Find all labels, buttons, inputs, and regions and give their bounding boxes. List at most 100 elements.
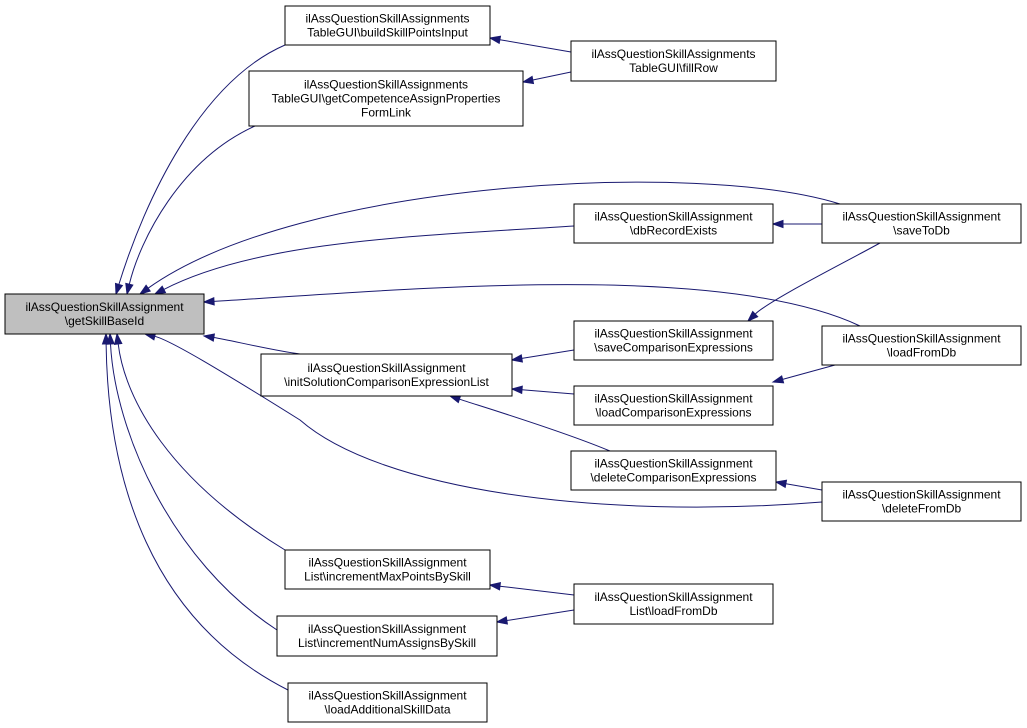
edge-arrowhead	[488, 35, 502, 45]
node-label-line: ilAssQuestionSkillAssignment	[308, 622, 467, 636]
edge-deleteComparisonExpressions-to-initSolutionComparisonExpressionList	[448, 395, 611, 452]
edge-arrowhead	[125, 282, 134, 296]
node-label-line: \loadFromDb	[887, 346, 957, 360]
node-deleteComparisonExpressions[interactable]: ilAssQuestionSkillAssignment\deleteCompa…	[570, 450, 777, 491]
edge-listLoadFromDb-to-incrementMaxPointsBySkill	[488, 581, 575, 596]
node-box	[821, 481, 1022, 522]
node-box	[573, 385, 774, 426]
edge-line	[128, 125, 256, 285]
node-saveComparisonExpressions[interactable]: ilAssQuestionSkillAssignment\saveCompari…	[573, 320, 774, 361]
node-box	[573, 203, 774, 244]
edge-line	[163, 225, 575, 290]
node-label-line: \dbRecordExists	[630, 224, 717, 238]
node-label-line: ilAssQuestionSkillAssignments	[591, 47, 755, 61]
edge-line	[213, 284, 861, 327]
edge-incrementMaxPointsBySkill-to-root	[113, 332, 286, 551]
edge-initSolutionComparisonExpressionList-to-root	[202, 333, 301, 355]
node-label-line: ilAssQuestionSkillAssignment	[307, 361, 466, 375]
node-incrementMaxPointsBySkill[interactable]: ilAssQuestionSkillAssignmentList\increme…	[284, 549, 491, 590]
node-label-line: \loadComparisonExpressions	[595, 406, 751, 420]
node-incrementNumAssignsBySkill[interactable]: ilAssQuestionSkillAssignmentList\increme…	[276, 615, 498, 657]
edge-line	[499, 39, 572, 53]
node-box	[4, 293, 205, 335]
node-label-line: \loadAdditionalSkillData	[324, 703, 450, 717]
edge-loadFromDb-to-root	[202, 284, 861, 327]
edge-arrowhead	[510, 354, 524, 363]
node-box	[570, 40, 777, 82]
node-label-line: ilAssQuestionSkillAssignment	[308, 556, 467, 570]
edge-arrowhead	[153, 285, 167, 295]
edge-incrementNumAssignsBySkill-to-root	[106, 332, 278, 631]
edge-saveToDb-to-root	[138, 181, 841, 295]
edge-line	[118, 44, 286, 285]
edge-arrowhead	[510, 385, 523, 395]
node-label-line: ilAssQuestionSkillAssignment	[25, 300, 184, 314]
node-label-line: ilAssQuestionSkillAssignment	[842, 210, 1001, 224]
edge-line	[117, 343, 286, 551]
node-label-line: TableGUI\fillRow	[629, 61, 718, 75]
node-label-line: ilAssQuestionSkillAssignment	[594, 210, 753, 224]
edge-listLoadFromDb-to-incrementNumAssignsBySkill	[495, 609, 575, 625]
edge-line	[499, 585, 575, 596]
node-box	[287, 682, 488, 723]
node-buildSkillPointsInput[interactable]: ilAssQuestionSkillAssignmentsTableGUI\bu…	[284, 5, 491, 46]
node-loadComparisonExpressions[interactable]: ilAssQuestionSkillAssignment\loadCompari…	[573, 385, 774, 426]
node-label-line: ilAssQuestionSkillAssignments	[304, 78, 468, 92]
node-box	[260, 353, 513, 397]
edge-line	[506, 609, 575, 621]
edge-arrowhead	[101, 332, 111, 345]
node-dbRecordExists[interactable]: ilAssQuestionSkillAssignment\dbRecordExi…	[573, 203, 774, 244]
node-deleteFromDb[interactable]: ilAssQuestionSkillAssignment\deleteFromD…	[821, 481, 1022, 522]
node-label-line: ilAssQuestionSkillAssignment	[842, 488, 1001, 502]
node-loadFromDb[interactable]: ilAssQuestionSkillAssignment\loadFromDb	[821, 325, 1022, 366]
node-listLoadFromDb[interactable]: ilAssQuestionSkillAssignmentList\loadFro…	[573, 583, 774, 625]
edge-line	[532, 71, 572, 81]
node-box	[573, 583, 774, 625]
edge-fillRow-to-buildSkillPointsInput	[488, 35, 572, 53]
node-label-line: ilAssQuestionSkillAssignment	[308, 689, 467, 703]
edge-loadComparisonExpressions-to-initSolutionComparisonExpressionList	[510, 385, 575, 395]
node-box	[284, 5, 491, 46]
node-label-line: TableGUI\buildSkillPointsInput	[307, 26, 468, 40]
edge-dbRecordExists-to-root	[153, 225, 575, 295]
edge-arrowhead	[113, 332, 123, 345]
node-label-line: \getSkillBaseId	[65, 314, 144, 328]
edge-deleteFromDb-to-deleteComparisonExpressions	[774, 479, 823, 491]
node-loadAdditionalSkillData[interactable]: ilAssQuestionSkillAssignment\loadAdditio…	[287, 682, 488, 723]
edge-line	[213, 337, 301, 355]
edge-arrowhead	[771, 375, 785, 384]
edge-line	[147, 181, 841, 289]
node-box	[573, 320, 774, 361]
node-label-line: ilAssQuestionSkillAssignment	[594, 457, 753, 471]
node-label-line: \saveToDb	[893, 224, 950, 238]
node-label-line: List\incrementNumAssignsBySkill	[298, 636, 476, 650]
node-box	[276, 615, 498, 657]
node-label-line: ilAssQuestionSkillAssignment	[842, 332, 1001, 346]
node-getCompetenceAssignPropertiesFormLink[interactable]: ilAssQuestionSkillAssignmentsTableGUI\ge…	[248, 70, 524, 127]
node-fillRow[interactable]: ilAssQuestionSkillAssignmentsTableGUI\fi…	[570, 40, 777, 82]
edges-layer	[101, 35, 881, 691]
edge-line	[782, 364, 836, 380]
nodes-layer: ilAssQuestionSkillAssignment\getSkillBas…	[4, 5, 1022, 723]
edge-arrowhead	[774, 479, 788, 489]
node-label-line: FormLink	[361, 106, 412, 120]
edge-arrowhead	[202, 297, 215, 306]
edge-arrowhead	[521, 75, 535, 85]
node-initSolutionComparisonExpressionList[interactable]: ilAssQuestionSkillAssignment\initSolutio…	[260, 353, 513, 397]
edge-line	[459, 398, 611, 452]
node-label-line: TableGUI\getCompetenceAssignProperties	[272, 92, 501, 106]
edge-line	[154, 335, 823, 508]
node-box	[284, 549, 491, 590]
node-label-line: \deleteFromDb	[882, 502, 962, 516]
node-label-line: ilAssQuestionSkillAssignment	[594, 327, 753, 341]
node-label-line: List\loadFromDb	[629, 604, 717, 618]
node-saveToDb[interactable]: ilAssQuestionSkillAssignment\saveToDb	[821, 203, 1022, 244]
edge-loadFromDb-to-loadComparisonExpressions	[771, 364, 836, 384]
node-label-line: ilAssQuestionSkillAssignment	[594, 392, 753, 406]
edge-buildSkillPointsInput-to-root	[114, 44, 286, 296]
edge-fillRow-to-getCompetenceAssignPropertiesFormLink	[521, 71, 572, 85]
node-label-line: ilAssQuestionSkillAssignment	[594, 590, 753, 604]
node-root[interactable]: ilAssQuestionSkillAssignment\getSkillBas…	[4, 293, 205, 335]
edge-getCompetenceAssignPropertiesFormLink-to-root	[125, 125, 256, 296]
edge-arrowhead	[114, 282, 124, 296]
